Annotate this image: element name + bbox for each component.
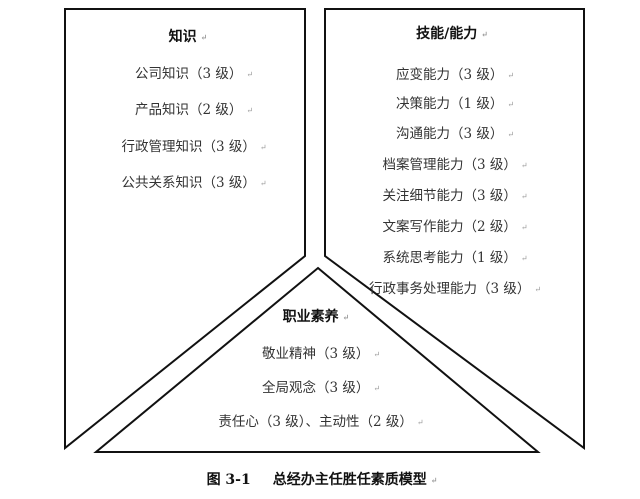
professionalism-item: 责任心（3 级）、主动性（2 级）↵ <box>218 414 424 430</box>
knowledge-item: 公共关系知识（3 级）↵ <box>121 175 267 191</box>
skills-item: 决策能力（1 级）↵ <box>395 96 515 112</box>
skills-item: 应变能力（3 级）↵ <box>395 67 515 83</box>
skills-item: 档案管理能力（3 级）↵ <box>382 157 528 173</box>
professionalism-triangle <box>93 266 541 453</box>
knowledge-pentagon <box>64 8 306 451</box>
figure-title: 总经办主任胜任素质模型 <box>272 472 427 488</box>
skills-pentagon <box>324 8 585 450</box>
figure-number: 图 3-1 <box>206 472 251 488</box>
professionalism-title: 职业素养↵ <box>282 309 350 325</box>
professionalism-item: 全局观念（3 级）↵ <box>261 380 381 396</box>
skills-title: 技能/能力↵ <box>416 26 488 42</box>
skills-item: 文案写作能力（2 级）↵ <box>382 219 528 235</box>
professionalism-item: 敬业精神（3 级）↵ <box>261 346 381 362</box>
skills-item: 关注细节能力（3 级）↵ <box>382 188 528 204</box>
knowledge-title: 知识↵ <box>168 29 208 45</box>
knowledge-item: 产品知识（2 级）↵ <box>134 102 254 118</box>
skills-item: 沟通能力（3 级）↵ <box>395 126 515 142</box>
skills-item: 行政事务处理能力（3 级）↵ <box>368 281 542 297</box>
knowledge-item: 行政管理知识（3 级）↵ <box>121 139 267 155</box>
knowledge-item: 公司知识（3 级）↵ <box>134 66 254 82</box>
skills-item: 系统思考能力（1 级）↵ <box>382 250 528 266</box>
